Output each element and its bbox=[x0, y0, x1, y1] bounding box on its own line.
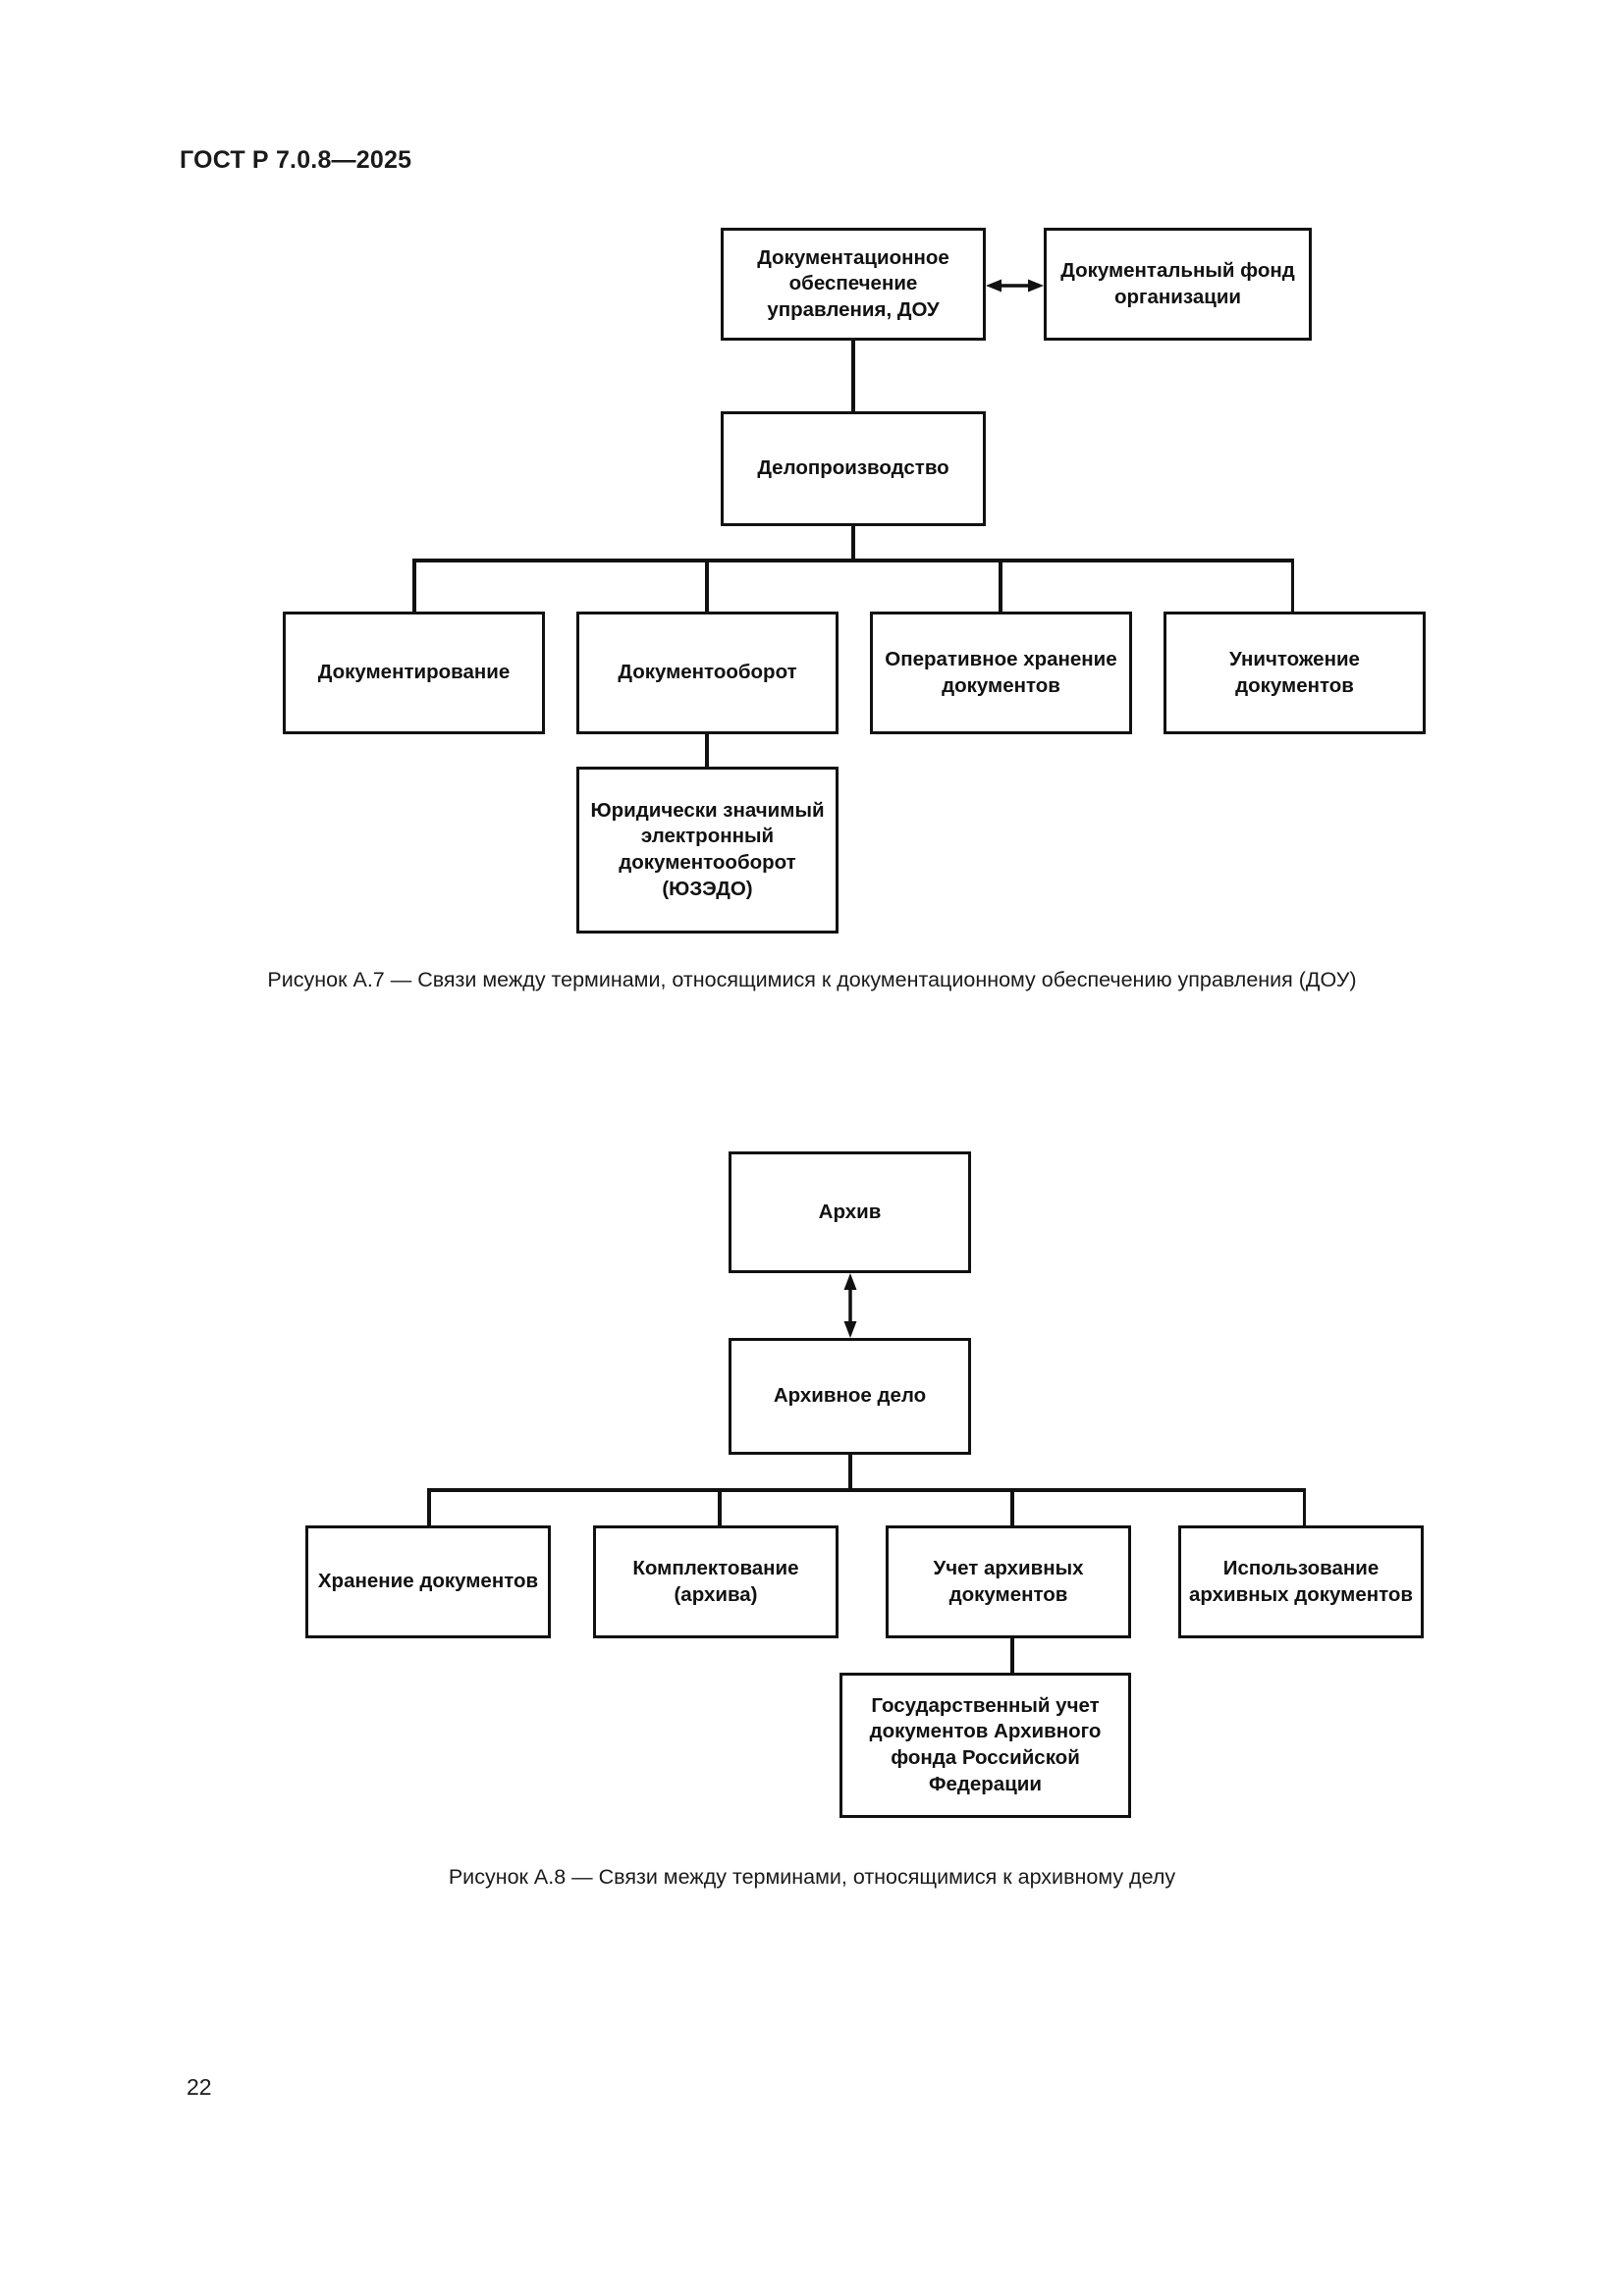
node-archival-accounting-label: Учет архивных документов bbox=[933, 1556, 1084, 1606]
node-dou-root: Документационное обеспечение управления,… bbox=[721, 228, 986, 341]
arrow-archive-to-archival-affairs bbox=[843, 1273, 857, 1338]
node-document-flow-label: Документооборот bbox=[618, 661, 797, 684]
connector-accounting-to-state-accounting bbox=[1010, 1638, 1014, 1673]
page-number: 22 bbox=[187, 2074, 212, 2100]
node-operational-storage: Оперативное хранение документов bbox=[870, 612, 1132, 734]
node-state-accounting-label: Государственный учет документов Архивног… bbox=[869, 1693, 1102, 1795]
connector-drop-archive-child-4 bbox=[1302, 1488, 1306, 1525]
connector-drop-child-3 bbox=[999, 559, 1002, 612]
node-archive-root-label: Архив bbox=[818, 1200, 882, 1223]
connector-recordkeeping-bus bbox=[412, 559, 1294, 562]
connector-docflow-to-juzedo bbox=[705, 734, 709, 767]
node-juzedo: Юридически значимый электронный документ… bbox=[576, 767, 839, 934]
node-document-storage: Хранение документов bbox=[305, 1525, 551, 1638]
connector-drop-archive-child-2 bbox=[718, 1488, 722, 1525]
node-documentary-fund: Документальный фонд организации bbox=[1044, 228, 1312, 341]
node-documenting: Документирование bbox=[283, 612, 545, 734]
standard-header: ГОСТ Р 7.0.8—2025 bbox=[180, 146, 412, 174]
connector-recordkeeping-stem bbox=[851, 526, 855, 559]
node-archival-affairs-label: Архивное дело bbox=[773, 1384, 927, 1408]
node-juzedo-label: Юридически значимый электронный документ… bbox=[590, 798, 825, 900]
connector-drop-child-4 bbox=[1290, 559, 1294, 612]
figure-a8-caption: Рисунок А.8 — Связи между терминами, отн… bbox=[448, 1865, 1176, 1889]
node-documenting-label: Документирование bbox=[317, 661, 511, 684]
figure-a7-caption: Рисунок А.7 — Связи между терминами, отн… bbox=[267, 968, 1357, 991]
node-document-flow: Документооборот bbox=[576, 612, 839, 734]
node-operational-storage-label: Оперативное хранение документов bbox=[885, 647, 1117, 697]
node-acquisition: Комплектование (архива) bbox=[593, 1525, 839, 1638]
node-document-storage-label: Хранение документов bbox=[317, 1570, 539, 1593]
node-archival-use-label: Использование архивных документов bbox=[1188, 1556, 1413, 1606]
connector-drop-archive-child-1 bbox=[427, 1488, 431, 1525]
connector-drop-archive-child-3 bbox=[1010, 1488, 1014, 1525]
node-documentary-fund-label: Документальный фонд организации bbox=[1060, 258, 1295, 308]
node-recordkeeping: Делопроизводство bbox=[721, 411, 986, 526]
node-archival-accounting: Учет архивных документов bbox=[886, 1525, 1131, 1638]
connector-drop-child-1 bbox=[412, 559, 416, 612]
connector-drop-child-2 bbox=[705, 559, 709, 612]
node-archival-use: Использование архивных документов bbox=[1178, 1525, 1424, 1638]
node-document-destruction-label: Уничтожение документов bbox=[1229, 647, 1360, 697]
connector-dou-to-recordkeeping bbox=[851, 341, 855, 411]
node-acquisition-label: Комплектование (архива) bbox=[632, 1556, 799, 1606]
node-archive-root: Архив bbox=[729, 1151, 971, 1273]
node-archival-affairs: Архивное дело bbox=[729, 1338, 971, 1455]
node-recordkeeping-label: Делопроизводство bbox=[757, 456, 949, 480]
arrow-dou-to-fund bbox=[986, 279, 1044, 293]
connector-archival-affairs-stem bbox=[848, 1455, 852, 1488]
connector-archival-affairs-bus bbox=[427, 1488, 1306, 1492]
node-state-accounting: Государственный учет документов Архивног… bbox=[839, 1673, 1131, 1818]
node-dou-root-label: Документационное обеспечение управления,… bbox=[757, 245, 949, 321]
node-document-destruction: Уничтожение документов bbox=[1164, 612, 1426, 734]
